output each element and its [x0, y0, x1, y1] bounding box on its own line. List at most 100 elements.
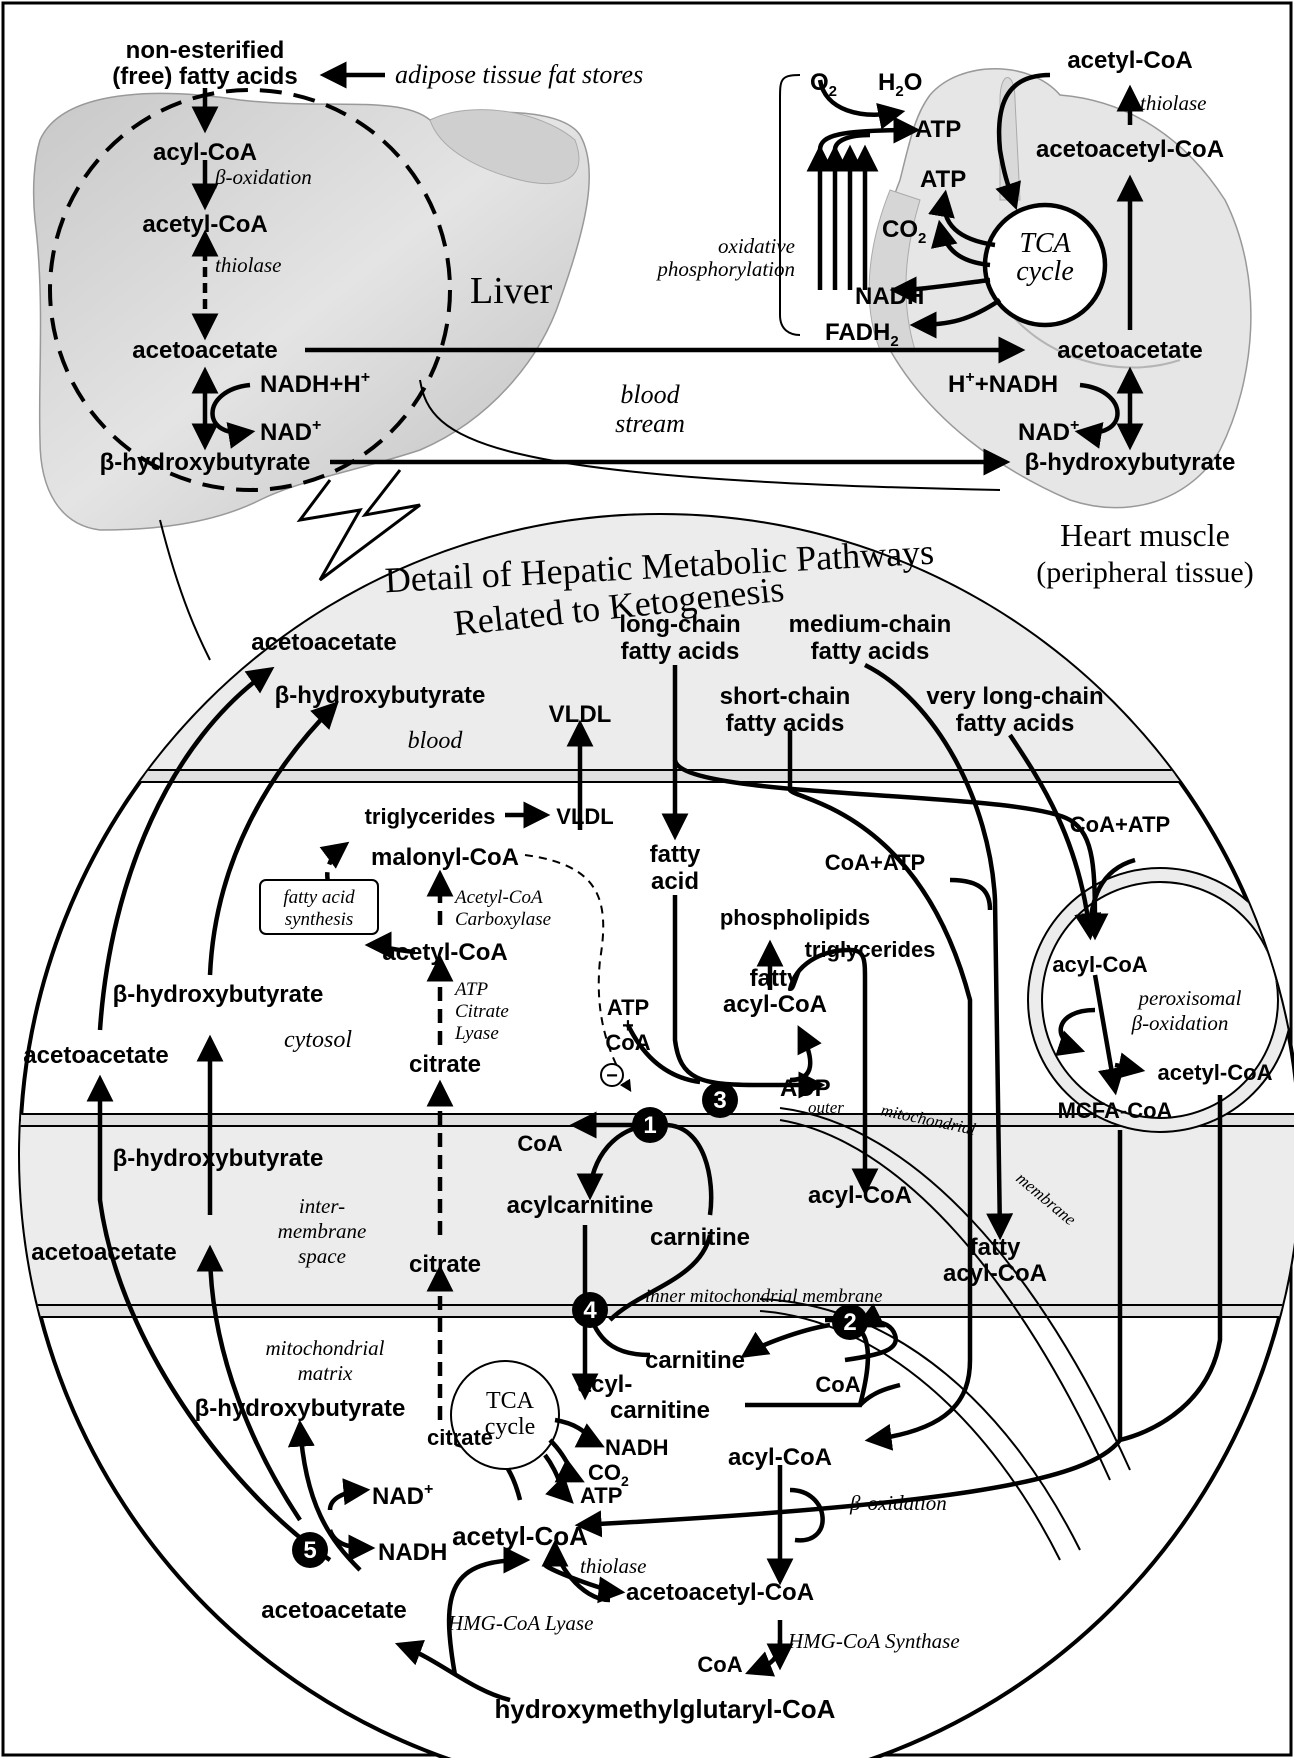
perox-acetyl-coa: acetyl-CoA	[1158, 1060, 1273, 1085]
matrix-citrate: citrate	[427, 1425, 493, 1450]
adp: ADP	[780, 1075, 831, 1102]
coa-cofactor: CoA	[605, 1030, 650, 1055]
ims-bhb: β-hydroxybutyrate	[113, 1145, 324, 1172]
liver-nadh-h: NADH+H+	[260, 369, 370, 398]
oxphos-line1: oxidative	[718, 234, 795, 258]
liver-bhb: β-hydroxybutyrate	[100, 449, 311, 476]
enzyme-4-marker	[572, 1292, 608, 1328]
fatty-acyl-coa-ims-line2: acyl-CoA	[943, 1260, 1047, 1287]
inner-mito-membrane	[20, 1304, 1294, 1318]
inhibition-marker	[600, 1063, 624, 1087]
enzyme-1-marker	[632, 1107, 668, 1143]
hmg-coa: hydroxymethylglutaryl-CoA	[495, 1694, 836, 1724]
coa-atp-2: CoA+ATP	[1070, 812, 1170, 837]
cytosol-triglycerides-2: triglycerides	[805, 937, 936, 962]
heart-nadh: NADH	[855, 283, 924, 310]
heart-acetyl-coa: acetyl-CoA	[1067, 47, 1192, 74]
heart-tca-line2: cycle	[1016, 256, 1074, 287]
enzyme-2-marker	[832, 1304, 868, 1340]
liver-title: Liver	[470, 270, 553, 312]
hmg-coa-released: CoA	[697, 1652, 742, 1677]
matrix-line2: matrix	[298, 1361, 354, 1385]
plus-sign: +	[622, 1015, 634, 1037]
heart-tca-line1: TCA	[1019, 228, 1071, 259]
adipose-label: adipose tissue fat stores	[395, 60, 643, 89]
hmg-lyase: HMG-CoA Lyase	[447, 1611, 593, 1635]
detail-arrows	[86, 662, 1223, 1703]
matrix-bhb: β-hydroxybutyrate	[195, 1395, 406, 1422]
blood-bhb: β-hydroxybutyrate	[275, 682, 486, 709]
liver-shape	[32, 92, 590, 531]
intermembrane-line2: membrane	[278, 1219, 367, 1243]
matrix-carnitine: carnitine	[645, 1347, 745, 1374]
acl-line1: ATP	[453, 979, 488, 1000]
blood-acetoacetate: acetoacetate	[251, 629, 396, 656]
matrix-acetoacetate: acetoacetate	[261, 1597, 406, 1624]
vlcfa-line1: very long-chain	[926, 683, 1103, 710]
zoom-circle	[48, 88, 452, 492]
matrix-thiolase: thiolase	[580, 1554, 647, 1578]
callout-line-left	[159, 519, 211, 661]
enzyme-1-number: 1	[643, 1112, 656, 1139]
peroxisomal-line1: peroxisomal	[1136, 986, 1241, 1010]
inhibition-sign: −	[606, 1065, 618, 1087]
enzyme-2-number: 2	[843, 1309, 856, 1336]
heart-fadh: FADH2	[825, 319, 899, 350]
cytosol-acetoacetate: acetoacetate	[23, 1042, 168, 1069]
blood-compartment: blood	[408, 728, 464, 754]
peroxisomal-line2: β-oxidation	[1131, 1011, 1229, 1035]
intermembrane-region	[20, 1114, 1294, 1310]
cytosol-acetyl-coa: acetyl-CoA	[382, 939, 507, 966]
liver-acyl-coa: acyl-CoA	[153, 139, 257, 166]
released-coa: CoA	[517, 1131, 562, 1156]
heart-atp2: ATP	[920, 166, 966, 193]
liver-tca-circle	[450, 1360, 560, 1470]
fatty-acyl-coa-line2: acyl-CoA	[723, 991, 827, 1018]
liver-acetyl-coa: acetyl-CoA	[142, 211, 267, 238]
fatty-acyl-coa-line1: fatty	[750, 965, 801, 992]
perox-acyl-coa: acyl-CoA	[1052, 952, 1147, 977]
lcfa-line1: long-chain	[619, 611, 740, 638]
matrix-acetoacetyl-coa: acetoacetyl-CoA	[626, 1579, 814, 1606]
mcfa-line1: medium-chain	[789, 611, 952, 638]
acl-line2: Citrate	[455, 1001, 509, 1022]
fas-line2: synthesis	[285, 909, 354, 930]
matrix-line1: mitochondrial	[266, 1336, 385, 1360]
blood-stream-line2: stream	[615, 409, 685, 438]
ims-acyl-coa: acyl-CoA	[808, 1182, 912, 1209]
acylcarnitine: acylcarnitine	[507, 1192, 654, 1219]
callout-line-right	[419, 379, 1001, 491]
ims-carnitine: carnitine	[650, 1224, 750, 1251]
cytosol-citrate: citrate	[409, 1051, 481, 1078]
matrix-co2: CO2	[588, 1460, 629, 1489]
acl-line3: Lyase	[454, 1023, 499, 1044]
blood-vldl: VLDL	[549, 701, 612, 728]
heart-title-line2: (peripheral tissue)	[1036, 556, 1253, 589]
matrix-coa: CoA	[815, 1372, 860, 1397]
matrix-nad: NAD+	[372, 1481, 433, 1510]
enzyme-3-marker	[702, 1082, 738, 1118]
fatty-acid-synthesis-box	[259, 879, 379, 935]
blood-stream-line1: blood	[620, 380, 680, 409]
liver-pathway	[191, 61, 1026, 476]
vlcfa-line2: fatty acids	[956, 710, 1075, 737]
intermembrane-line3: space	[298, 1244, 346, 1268]
o2-label: O2	[810, 69, 837, 100]
matrix-acetyl-coa: acetyl-CoA	[452, 1521, 588, 1551]
heart-bhb: β-hydroxybutyrate	[1025, 449, 1236, 476]
cytosol-label: cytosol	[284, 1027, 352, 1053]
fatty-acid-line2: acid	[651, 868, 699, 895]
liver-tca-line2: cycle	[485, 1414, 536, 1440]
enzyme-3-number: 3	[713, 1087, 726, 1114]
heart-nad: NAD+	[1018, 417, 1079, 446]
intermembrane-line1: inter-	[299, 1194, 345, 1218]
heart-acetoacetyl-coa: acetoacetyl-CoA	[1036, 136, 1224, 163]
liver-beta-ox-label: β-oxidation	[214, 165, 312, 189]
nefa-label-line2: (free) fatty acids	[112, 63, 297, 90]
liver-acetoacetate: acetoacetate	[132, 337, 277, 364]
fatty-acyl-coa-ims-line1: fatty	[970, 1234, 1021, 1261]
liver-lobe	[429, 109, 580, 185]
cytosol-vldl: VLDL	[556, 804, 613, 829]
acc-line2: Carboxylase	[455, 909, 551, 930]
enzyme-5-number: 5	[303, 1537, 316, 1564]
